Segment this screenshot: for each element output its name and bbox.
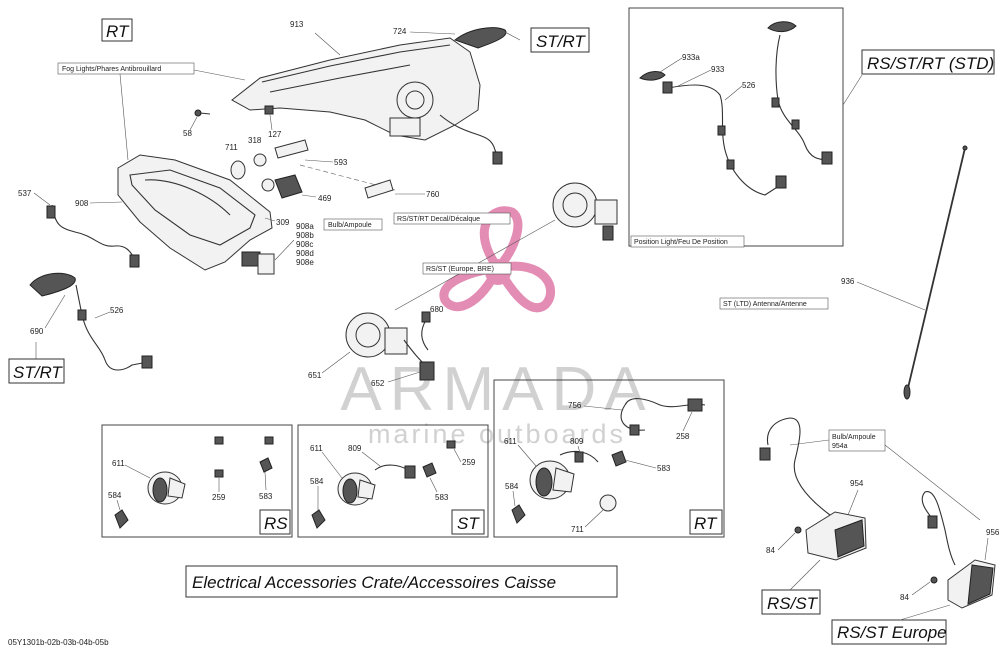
connector-680: [421, 311, 431, 351]
part-933: 933: [711, 65, 725, 74]
part-680: 680: [430, 305, 444, 314]
tag-rs-st: RS/ST: [767, 594, 819, 613]
antenna-936: [903, 145, 968, 400]
part-933a: 933a: [682, 53, 700, 62]
part-908c: 908c: [296, 240, 313, 249]
tag-box-rt: RT: [694, 514, 718, 533]
part-908: 908: [75, 199, 89, 208]
rt-part-711: 711: [571, 525, 584, 534]
fog-lamp-center-651: [345, 312, 435, 381]
bulb-ampoule-label: Bulb/Ampoule: [328, 222, 372, 229]
part-936: 936: [841, 277, 855, 286]
watermark-sub: marine outboards: [368, 419, 626, 449]
st-part-583: 583: [435, 493, 449, 502]
part-526-left: 526: [110, 306, 124, 315]
rs-part-584: 584: [108, 491, 122, 500]
screw-58: [194, 109, 211, 117]
propeller-logo: [439, 206, 556, 313]
clip-127: [264, 105, 274, 115]
headlight-housing: [231, 37, 503, 165]
horn-st: [311, 440, 456, 529]
grommet-711: [230, 160, 246, 180]
rs-st-europe-bre-label: RS/ST (Europe, BRE): [426, 266, 494, 273]
tag-rt-top: RT: [106, 22, 130, 41]
part-58: 58: [183, 129, 192, 138]
part-651: 651: [308, 371, 322, 380]
part-913: 913: [290, 20, 304, 29]
antenna-label: ST (LTD) Antenna/Antenne: [723, 301, 807, 308]
part-690: 690: [30, 327, 44, 336]
horn-rs: [114, 436, 274, 529]
part-908d: 908d: [296, 249, 314, 258]
position-light-box: [628, 7, 844, 247]
part-711-top: 711: [225, 143, 238, 152]
st-part-584: 584: [310, 477, 324, 486]
tag-st-rt-left: ST/RT: [13, 363, 63, 382]
harness-537: [46, 204, 140, 268]
armada-watermark: ARMADA marine outboards: [340, 206, 653, 449]
horn-box-st: [297, 424, 489, 538]
decal-760: [364, 179, 394, 199]
part-908e: 908e: [296, 258, 314, 267]
rt-part-809: 809: [570, 437, 584, 446]
part-908a: 908a: [296, 222, 314, 231]
rs-part-259: 259: [212, 493, 226, 502]
part-318: 318: [248, 136, 262, 145]
part-84-upper: 84: [766, 546, 775, 555]
horn-box-rs: [101, 424, 293, 538]
part-954: 954: [850, 479, 864, 488]
position-light-label: Position Light/Feu De Position: [634, 239, 728, 246]
tag-rs-st-europe: RS/ST Europe: [837, 623, 947, 642]
fog-lights-label: Fog Lights/Phares Antibrouillard: [62, 66, 161, 73]
tag-rs-st-rt-std: RS/ST/RT (STD): [867, 54, 994, 73]
part-526-right: 526: [742, 81, 756, 90]
tag-st-rt-top: ST/RT: [536, 32, 586, 51]
fog-lamp-right-upper: [552, 182, 618, 241]
horn-rt: [511, 398, 706, 524]
side-mirror-690: [29, 272, 153, 371]
part-724: 724: [393, 27, 407, 36]
fog-light-908: [117, 154, 275, 275]
watermark-brand: ARMADA: [340, 355, 653, 424]
rt-part-584: 584: [505, 482, 519, 491]
bulb-socket-469: [261, 174, 303, 199]
part-127: 127: [268, 130, 282, 139]
tag-box-rs: RS: [264, 514, 288, 533]
rs-part-583: 583: [259, 492, 273, 501]
st-part-809: 809: [348, 444, 362, 453]
part-593: 593: [334, 158, 348, 167]
diagram-id: 05Y1301b-02b-03b-04b-05b: [8, 638, 109, 647]
part-258: 258: [676, 432, 690, 441]
part-760: 760: [426, 190, 440, 199]
tag-box-st: ST: [457, 514, 480, 533]
st-part-611: 611: [310, 444, 323, 453]
decal-label: RS/ST/RT Decal/Décalque: [397, 216, 480, 223]
rs-part-611: 611: [112, 459, 125, 468]
light-unit-956: [921, 491, 996, 609]
part-309: 309: [276, 218, 290, 227]
part-469: 469: [318, 194, 332, 203]
part-956: 956: [986, 528, 1000, 537]
st-part-259: 259: [462, 458, 476, 467]
diagram-title: Electrical Accessories Crate/Accessoires…: [192, 573, 556, 592]
horn-box-rt: [493, 379, 725, 538]
bulb-954a-label-line1: Bulb/Ampoule: [832, 434, 876, 441]
grommet-318: [253, 153, 267, 167]
bulb-954a-label-line2: 954a: [832, 443, 848, 450]
part-84-lower: 84: [900, 593, 909, 602]
part-756: 756: [568, 401, 582, 410]
rt-part-583: 583: [657, 464, 671, 473]
rt-part-611: 611: [504, 437, 517, 446]
mirror-bracket-724: [453, 27, 521, 49]
light-unit-954: [759, 417, 867, 561]
part-537: 537: [18, 189, 32, 198]
position-light-harness: [639, 21, 833, 196]
part-652: 652: [371, 379, 385, 388]
part-908b: 908b: [296, 231, 314, 240]
fog-light-labels: 908a 908b 908c 908d 908e: [274, 222, 314, 267]
decal-593: [274, 139, 309, 159]
